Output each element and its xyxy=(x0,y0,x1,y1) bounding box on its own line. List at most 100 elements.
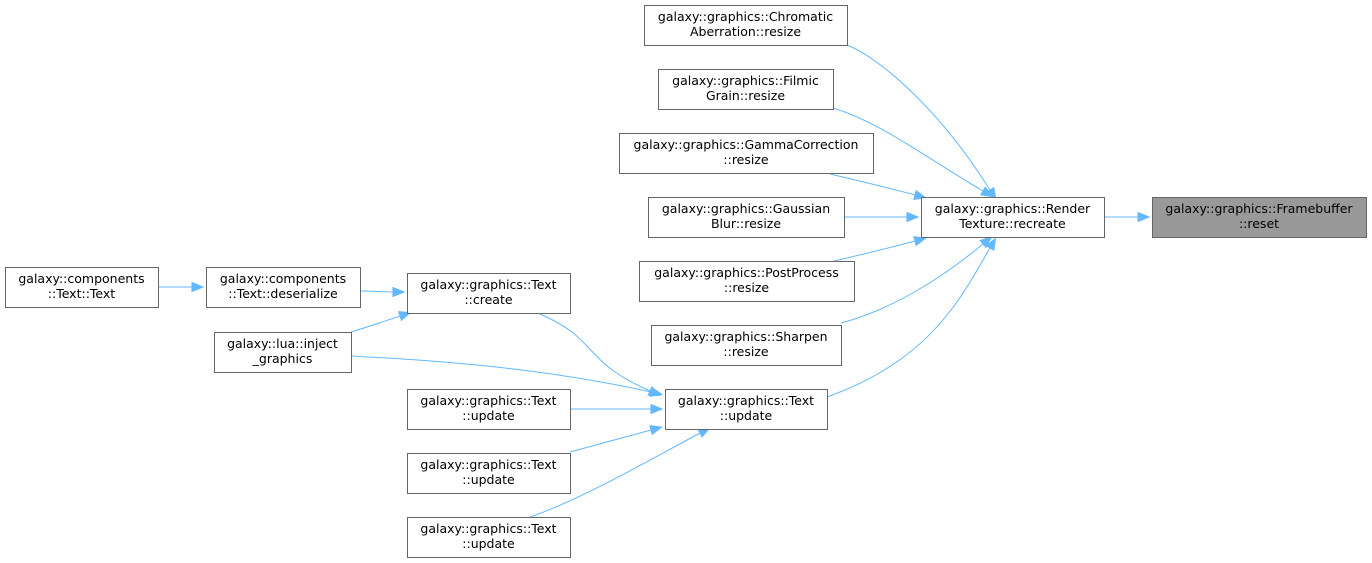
edge-line xyxy=(539,313,651,392)
node-box xyxy=(921,197,1105,238)
node-box xyxy=(407,517,571,558)
node-label-line: galaxy::components xyxy=(18,271,144,286)
node-pp-resize[interactable]: galaxy::graphics::PostProcess::resize xyxy=(639,261,855,302)
arrowhead xyxy=(906,211,920,223)
node-layer: galaxy::graphics::Framebuffer::resetgala… xyxy=(5,5,1367,558)
edge-pp_resize-to-rt_recreate xyxy=(829,236,927,263)
node-box xyxy=(665,389,828,430)
edge-rt_recreate-to-fb_reset xyxy=(1104,211,1151,223)
arrowhead xyxy=(979,236,993,249)
node-box xyxy=(5,267,159,308)
node-label-line: Grain::resize xyxy=(706,88,785,103)
node-label-line: _graphics xyxy=(252,351,313,366)
node-sh-resize[interactable]: galaxy::graphics::Sharpen::resize xyxy=(651,325,842,366)
node-comp-text[interactable]: galaxy::components::Text::Text xyxy=(5,267,159,308)
node-label-line: ::create xyxy=(464,292,512,307)
node-txt-update-2[interactable]: galaxy::graphics::Text::update xyxy=(407,389,571,430)
arrowhead xyxy=(191,281,205,293)
node-label-line: galaxy::graphics::Text xyxy=(420,277,556,292)
node-rt-recreate[interactable]: galaxy::graphics::RenderTexture::recreat… xyxy=(921,197,1105,238)
node-label-line: galaxy::graphics::Text xyxy=(420,393,556,408)
node-label-line: Aberration::resize xyxy=(690,24,801,39)
node-label-line: ::update xyxy=(720,408,773,423)
node-label-line: Texture::recreate xyxy=(958,216,1066,231)
node-label-line: ::update xyxy=(462,472,515,487)
edge-line xyxy=(359,290,394,293)
edge-line xyxy=(569,429,652,453)
node-label-line: galaxy::graphics::PostProcess xyxy=(654,265,838,280)
node-box xyxy=(407,389,571,430)
node-label-line: galaxy::graphics::Text xyxy=(678,393,814,408)
node-txt-update[interactable]: galaxy::graphics::Text::update xyxy=(665,389,828,430)
node-label-line: ::Text::deserialize xyxy=(228,286,338,301)
node-box xyxy=(206,267,361,308)
node-box xyxy=(214,332,352,373)
arrowhead xyxy=(650,403,664,415)
arrowhead xyxy=(913,236,927,247)
node-ca-resize[interactable]: galaxy::graphics::ChromaticAberration::r… xyxy=(644,5,848,46)
arrowhead xyxy=(1137,211,1151,223)
arrowhead xyxy=(649,425,663,436)
node-label-line: galaxy::graphics::GammaCorrection xyxy=(634,137,859,152)
node-box xyxy=(648,197,845,238)
node-label-line: ::resize xyxy=(723,152,769,167)
node-label-line: galaxy::graphics::Text xyxy=(420,457,556,472)
node-label-line: galaxy::graphics::Framebuffer xyxy=(1165,201,1353,216)
node-label-line: ::Text::Text xyxy=(48,286,116,301)
edge-line xyxy=(846,44,991,191)
node-label-line: ::resize xyxy=(724,280,770,295)
node-txt-create[interactable]: galaxy::graphics::Text::create xyxy=(407,273,571,314)
node-box xyxy=(644,5,848,46)
arrowhead xyxy=(649,386,664,398)
node-label-line: galaxy::graphics::Text xyxy=(420,521,556,536)
node-fb-reset[interactable]: galaxy::graphics::Framebuffer::reset xyxy=(1152,197,1367,238)
edge-line xyxy=(529,432,701,518)
arrowhead xyxy=(392,286,406,298)
node-box xyxy=(407,453,571,494)
node-box xyxy=(619,133,874,174)
node-label-line: galaxy::graphics::Gaussian xyxy=(662,201,830,216)
node-box xyxy=(639,261,855,302)
edge-line xyxy=(840,243,984,324)
edge-gb_resize-to-rt_recreate xyxy=(844,211,920,223)
edge-txt_update-to-rt_recreate xyxy=(826,237,997,398)
node-comp-deser[interactable]: galaxy::components::Text::deserialize xyxy=(206,267,361,308)
node-label-line: galaxy::graphics::Filmic xyxy=(672,73,819,88)
edge-comp_text-to-comp_deser xyxy=(158,281,205,293)
node-label-line: ::resize xyxy=(723,344,769,359)
node-label-line: ::update xyxy=(462,408,515,423)
edge-fg_resize-to-rt_recreate xyxy=(832,107,994,198)
arrowhead xyxy=(985,237,997,252)
edge-lua_inject-to-txt_create xyxy=(350,311,412,333)
node-txt-update-3[interactable]: galaxy::graphics::Text::update xyxy=(407,453,571,494)
edge-gc_resize-to-rt_recreate xyxy=(829,173,927,200)
edge-line xyxy=(829,240,916,263)
node-label-line: galaxy::components xyxy=(220,271,346,286)
node-gc-resize[interactable]: galaxy::graphics::GammaCorrection::resiz… xyxy=(619,133,874,174)
edge-sh_resize-to-rt_recreate xyxy=(840,236,993,324)
node-lua-inject[interactable]: galaxy::lua::inject_graphics xyxy=(214,332,352,373)
node-label-line: galaxy::lua::inject xyxy=(227,336,338,351)
node-label-line: galaxy::graphics::Chromatic xyxy=(658,9,833,24)
node-box xyxy=(1152,197,1367,238)
edge-line xyxy=(829,173,916,196)
edge-ca_resize-to-rt_recreate xyxy=(846,44,997,201)
arrowhead xyxy=(979,186,994,198)
edge-line xyxy=(826,247,991,398)
node-label-line: galaxy::graphics::Render xyxy=(935,201,1091,216)
node-box xyxy=(658,69,834,110)
node-label-line: galaxy::graphics::Sharpen xyxy=(664,329,827,344)
edge-txt_update_3-to-txt_update xyxy=(569,425,663,453)
node-label-line: ::reset xyxy=(1239,216,1279,231)
edge-comp_deser-to-txt_create xyxy=(359,286,406,298)
node-box xyxy=(407,273,571,314)
node-label-line: Blur::resize xyxy=(711,216,781,231)
edge-txt_update_2-to-txt_update xyxy=(570,403,664,415)
edge-line xyxy=(350,355,652,393)
edge-txt_create-to-txt_update xyxy=(539,313,662,396)
node-txt-update-4[interactable]: galaxy::graphics::Text::update xyxy=(407,517,571,558)
node-label-line: ::update xyxy=(462,536,515,551)
node-box xyxy=(651,325,842,366)
